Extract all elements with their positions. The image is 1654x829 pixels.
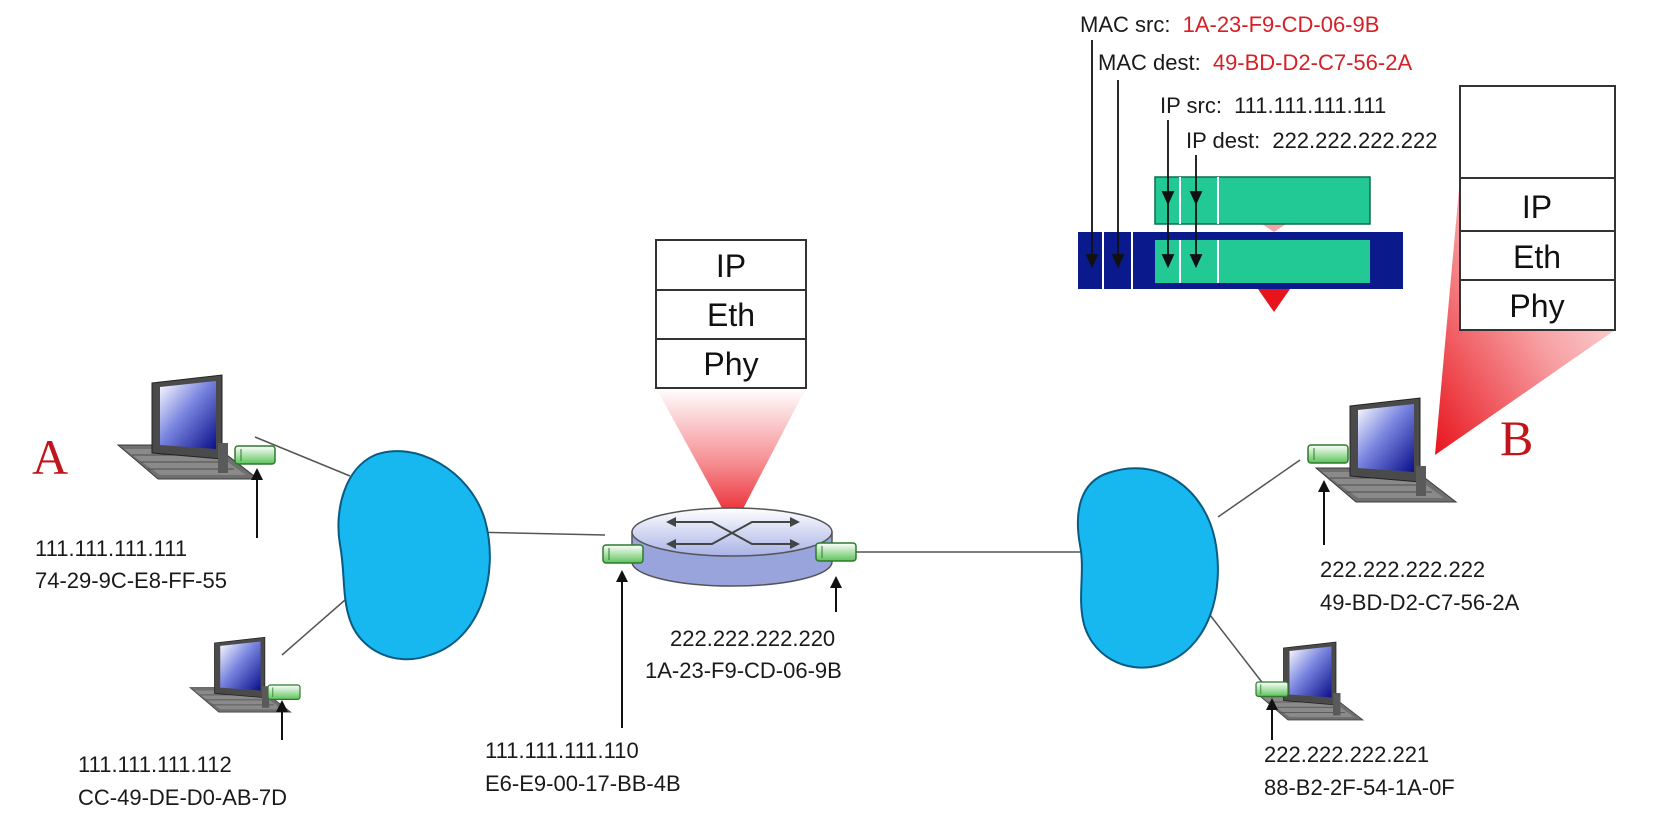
ip-dest-label: IP dest: [1186, 128, 1260, 153]
svg-text:MAC dest: 49-BD-D2-C7-56: MAC dest: 49-BD-D2-C7-56-2A [1098, 50, 1412, 75]
host-a2-mac: CC-49-DE-D0-AB-7D [78, 785, 287, 810]
router-left-ip: 111.111.111.110 [485, 738, 639, 763]
svg-text:IP src: 111.111.111.111: IP src: 111.111.111.111 [1160, 93, 1386, 118]
svg-text:IP dest: 222.222.222.222: IP dest: 222.222.222.222 [1186, 128, 1438, 153]
router-right-nic [815, 542, 857, 562]
mac-dest-value: 49-BD-D2-C7-56-2A [1213, 50, 1413, 75]
host-a-nic [234, 445, 276, 465]
svg-text:MAC src: 1A-23-F9-CD-06-: MAC src: 1A-23-F9-CD-06-9B [1080, 12, 1379, 37]
host-b-mac: 49-BD-D2-C7-56-2A [1320, 590, 1520, 615]
ip-src-label: IP src: [1160, 93, 1222, 118]
router-stack-eth: Eth [707, 297, 755, 333]
mac-dest-label: MAC dest: [1098, 50, 1201, 75]
host-a-ip: 111.111.111.111 [35, 536, 187, 561]
router-stack-phy: Phy [703, 346, 758, 382]
link-cloud-b2 [1209, 614, 1269, 691]
host-b-nic [1307, 444, 1349, 464]
header-pointer-lines [1085, 40, 1203, 269]
ethernet-frame [1078, 232, 1403, 289]
host-b-stack-phy: Phy [1509, 288, 1564, 324]
router-right-ip: 222.222.222.220 [670, 626, 835, 651]
router [631, 507, 833, 587]
host-b2-ip: 222.222.222.221 [1264, 742, 1429, 767]
host-b2-nic [1255, 681, 1289, 697]
link-cloud-b [1217, 459, 1301, 518]
router-protocol-stack: IP Eth Phy [655, 239, 807, 389]
frame-header-labels: MAC src: 1A-23-F9-CD-06-9B MAC dest: 49-… [1080, 12, 1438, 153]
host-a-mac: 74-29-9C-E8-FF-55 [35, 568, 227, 593]
router-zoom-cone [656, 388, 806, 528]
link-a2-cloud [281, 599, 346, 656]
router-right-mac: 1A-23-F9-CD-06-9B [645, 658, 842, 683]
mac-src-label: MAC src: [1080, 12, 1170, 37]
host-b-ip: 222.222.222.222 [1320, 557, 1485, 582]
encapsulation-pointer [1262, 224, 1286, 232]
host-b-stack-ip: IP [1522, 189, 1552, 225]
host-b-letter: B [1500, 410, 1533, 466]
router-left-mac: E6-E9-00-17-BB-4B [485, 771, 681, 796]
ip-dest-value: 222.222.222.222 [1272, 128, 1437, 153]
frame-down-arrow [1258, 289, 1290, 312]
host-b2-mac: 88-B2-2F-54-1A-0F [1264, 775, 1455, 800]
host-a2-ip: 111.111.111.112 [78, 752, 232, 777]
network-cloud-left [337, 450, 491, 661]
host-a-letter: A [32, 429, 68, 485]
ip-datagram [1154, 176, 1371, 225]
ip-src-value: 111.111.111.111 [1234, 93, 1386, 118]
mac-src-value: 1A-23-F9-CD-06-9B [1183, 12, 1380, 37]
network-cloud-right [1076, 467, 1219, 669]
link-a-cloud [254, 436, 351, 477]
host-a2-nic [267, 684, 301, 701]
host-b-protocol-stack: IP Eth Phy [1459, 85, 1616, 331]
router-stack-ip: IP [716, 248, 746, 284]
router-left-nic [602, 544, 644, 564]
host-b-stack-eth: Eth [1513, 239, 1561, 275]
link-cloud-router [467, 531, 606, 536]
host-a2-computer [189, 636, 292, 713]
